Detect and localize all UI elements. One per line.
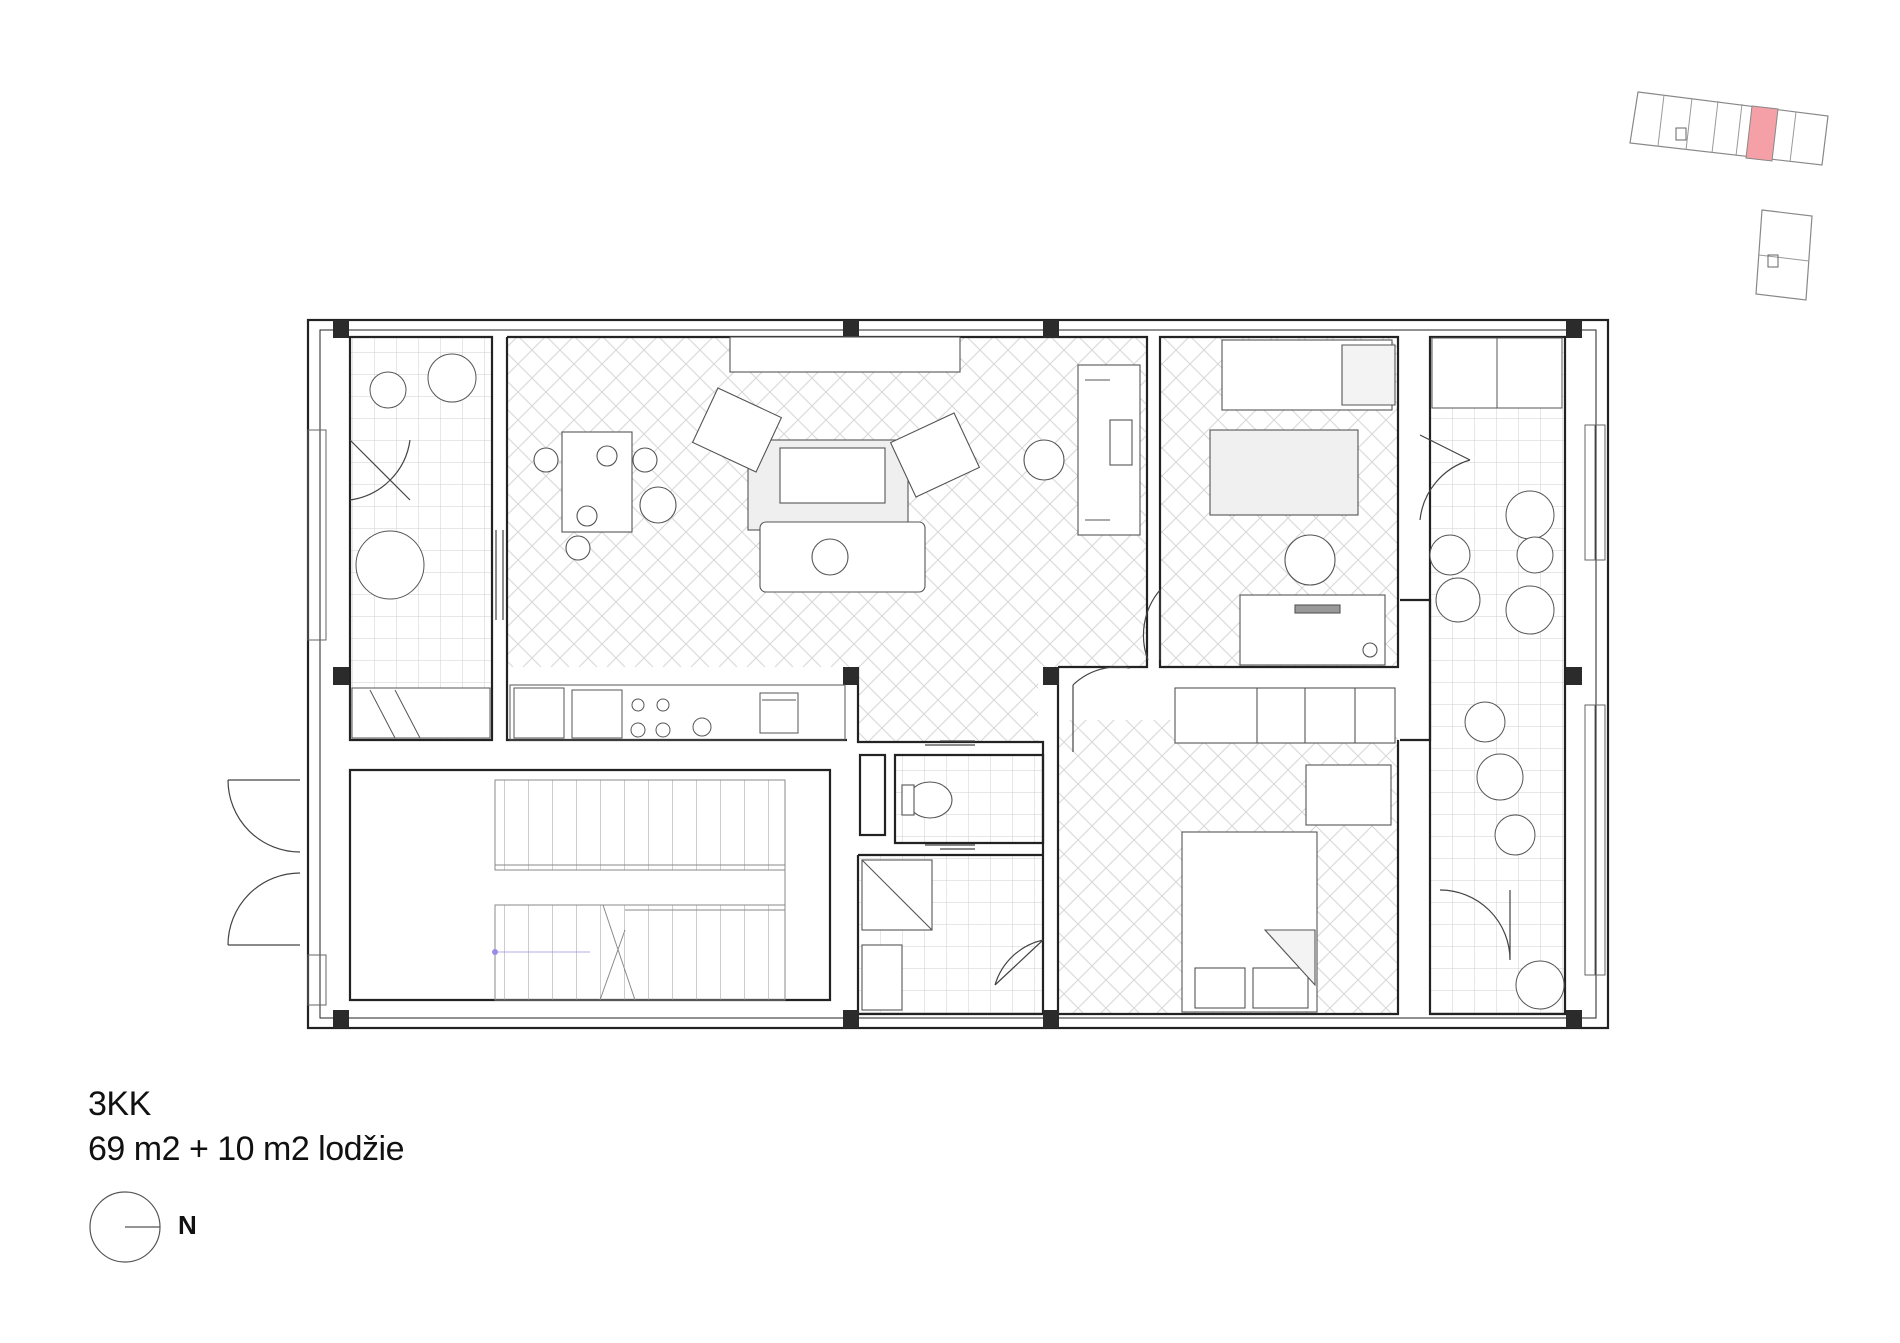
living-room-furniture	[533, 336, 1141, 593]
coffee-table	[779, 447, 886, 504]
plant	[1505, 585, 1555, 635]
armchair	[889, 412, 981, 498]
loggia-east-floor	[1430, 337, 1565, 1014]
plant	[1516, 536, 1554, 574]
windows	[307, 424, 1606, 1006]
shoe-rack	[351, 687, 491, 739]
plant	[1505, 490, 1555, 540]
north-arrow-icon	[89, 1191, 161, 1263]
bedroom-1-furniture	[1209, 339, 1396, 666]
plant	[1515, 960, 1565, 1010]
plant	[355, 530, 425, 600]
window	[307, 429, 327, 641]
bathroom-door	[925, 844, 975, 850]
dresser	[1305, 764, 1392, 826]
pillar	[843, 320, 859, 338]
pillar	[1043, 320, 1059, 338]
bedroom-1-door	[1142, 589, 1161, 661]
bathroom-entry-door	[994, 939, 1044, 986]
staircase	[492, 779, 786, 1001]
wc-door	[925, 740, 975, 746]
pillar	[333, 667, 349, 685]
rug	[1209, 429, 1359, 516]
pillar	[1043, 1010, 1059, 1028]
key-plan-building-b	[1755, 209, 1813, 301]
sanitary	[861, 781, 953, 1011]
pillar	[843, 1010, 859, 1028]
east-loggia-door	[1419, 434, 1471, 521]
pillar	[1566, 320, 1582, 338]
doors	[227, 434, 1511, 986]
pillar	[333, 1010, 349, 1028]
plant	[369, 371, 407, 409]
stool	[1464, 701, 1506, 743]
plant	[1429, 534, 1471, 576]
wardrobe	[1174, 687, 1396, 744]
pillar	[1566, 667, 1582, 685]
kitchen-counter	[509, 684, 846, 741]
key-plan	[1629, 91, 1829, 301]
pillar	[1043, 667, 1059, 685]
west-loggia-items	[351, 353, 491, 739]
plant	[1435, 577, 1481, 623]
desk-chair	[1284, 534, 1336, 586]
outer-wall-inner	[319, 329, 1597, 1019]
unit-area-label: 69 m2 + 10 m2 lodžie	[88, 1130, 405, 1168]
stool	[1494, 814, 1536, 856]
bedroom-2-furniture	[1174, 687, 1396, 1013]
entrance-door	[227, 872, 301, 946]
unit-type-label: 3KK	[88, 1085, 151, 1123]
kitchen	[509, 684, 846, 741]
washbasin	[861, 944, 903, 1011]
armchair	[691, 387, 783, 473]
side-table	[1023, 439, 1065, 481]
plant	[427, 353, 477, 403]
key-plan-highlighted-unit	[1745, 105, 1779, 162]
pillars	[333, 320, 1582, 1028]
tv-console	[729, 336, 961, 373]
east-loggia-items	[1429, 337, 1565, 1010]
hallway-floor	[858, 667, 1038, 742]
pillar	[843, 667, 859, 685]
east-loggia-door	[1439, 889, 1511, 961]
north-label: N	[178, 1210, 197, 1240]
entrance-door	[227, 779, 301, 853]
walls	[306, 318, 1610, 1030]
window	[307, 954, 327, 1006]
pillar	[1566, 1010, 1582, 1028]
hallway-door	[1072, 666, 1131, 752]
stool	[1476, 753, 1524, 801]
loggia-door	[349, 439, 411, 501]
pillar	[333, 320, 349, 338]
toilet	[907, 781, 953, 819]
living-room-door	[495, 530, 504, 620]
outer-wall	[306, 318, 1610, 1030]
